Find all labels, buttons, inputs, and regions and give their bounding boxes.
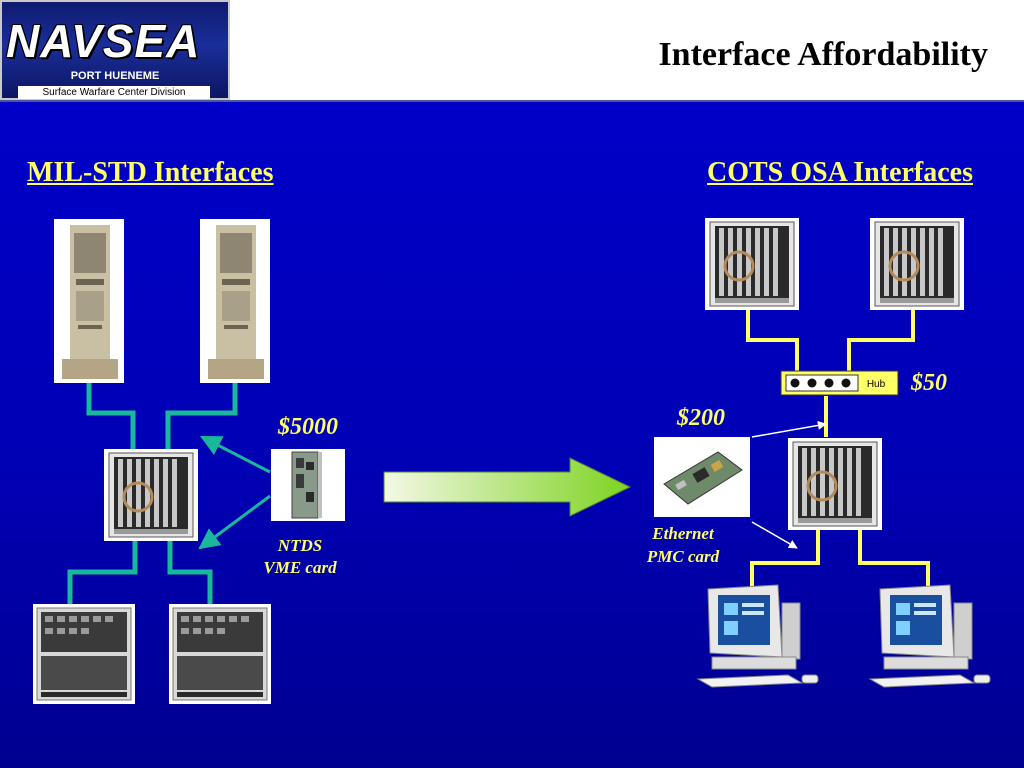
hub-label: Hub xyxy=(867,379,886,390)
logo-subtitle: PORT HUENEME xyxy=(70,70,160,82)
link-chassis2-hub xyxy=(847,310,915,372)
link-chassis-ws1 xyxy=(750,530,820,587)
cots-links xyxy=(746,310,930,587)
milstd-links xyxy=(67,383,238,604)
link-chassis-console1 xyxy=(67,540,138,604)
link-chassis1-hub xyxy=(746,310,799,372)
hub-price: $50 xyxy=(911,370,947,396)
workstation-icon xyxy=(697,584,819,688)
hub-icon: Hub xyxy=(780,370,899,396)
milstd-rack-icon xyxy=(200,219,270,383)
vme-card-pointers xyxy=(198,435,271,550)
vme-card-icon xyxy=(271,449,345,521)
workstation-icon xyxy=(869,584,991,688)
console-icon xyxy=(32,603,136,705)
link-rack1-chassis xyxy=(86,383,136,450)
link-rack2-chassis xyxy=(165,383,238,450)
navsea-logo: NAVSEA PORT HUENEME Surface Warfare Cent… xyxy=(0,0,230,100)
vme-chassis-icon xyxy=(786,436,884,532)
console-icon xyxy=(168,603,272,705)
vme-chassis-icon xyxy=(102,447,200,543)
page-title: Interface Affordability xyxy=(658,36,988,73)
logo-division: Surface Warfare Center Division xyxy=(18,86,210,99)
transition-arrow-icon xyxy=(383,457,632,517)
pmc-card-icon xyxy=(654,437,750,517)
slide-header: NAVSEA PORT HUENEME Surface Warfare Cent… xyxy=(0,0,1024,101)
vme-card-caption-1: NTDS xyxy=(277,536,323,555)
pmc-card-caption-2: PMC card xyxy=(646,547,720,566)
milstd-rack-icon xyxy=(54,219,124,383)
pmc-card-caption-1: Ethernet xyxy=(652,524,714,543)
pmc-card-price: $200 xyxy=(677,405,725,431)
link-chassis-ws2 xyxy=(858,530,930,587)
pointer-to-link xyxy=(751,420,827,438)
link-chassis-console2 xyxy=(167,540,213,604)
pointer-to-chassis xyxy=(751,521,798,549)
pmc-card-pointers xyxy=(751,420,827,549)
cots-heading: COTS OSA Interfaces xyxy=(707,157,973,188)
vme-card-caption-2: VME card xyxy=(263,558,337,577)
milstd-heading: MIL-STD Interfaces xyxy=(27,157,274,188)
logo-wordmark: NAVSEA xyxy=(6,15,201,67)
pointer-lower xyxy=(198,494,271,550)
pointer-upper xyxy=(200,435,271,474)
vme-card-price: $5000 xyxy=(278,414,338,440)
vme-chassis-icon xyxy=(868,216,966,312)
vme-chassis-icon xyxy=(703,216,801,312)
header-divider xyxy=(0,100,1024,102)
